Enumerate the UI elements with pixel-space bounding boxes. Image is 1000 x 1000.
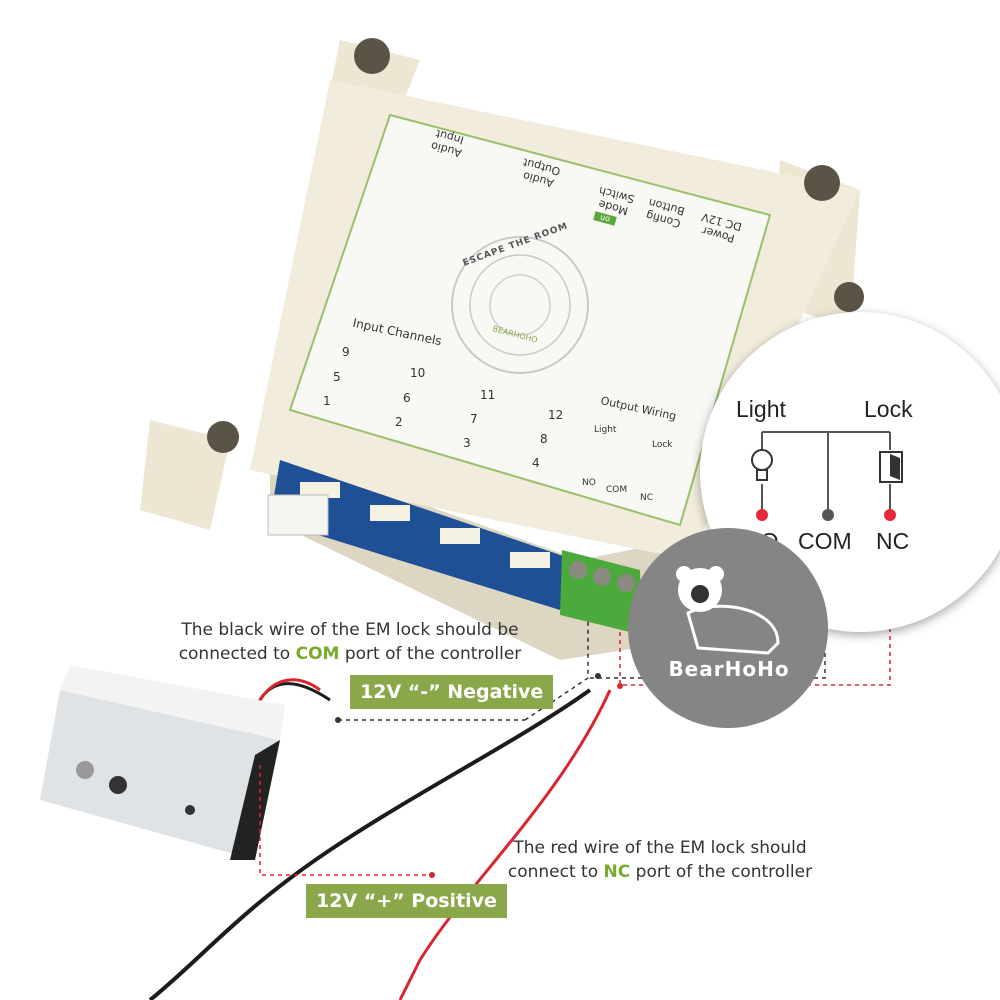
brand-logo-text: BearHoHo xyxy=(668,657,790,681)
bear-logo-icon xyxy=(676,566,780,655)
nc-port-highlight: NC xyxy=(603,862,631,882)
label-panel xyxy=(288,113,772,527)
red-wire xyxy=(398,689,612,1000)
zoom-light-label: Light xyxy=(736,396,786,422)
rail-left xyxy=(140,420,230,530)
no-dot xyxy=(756,509,768,521)
negative-tag: 12V “-” Negative xyxy=(350,675,554,709)
zoom-com-label: COM xyxy=(798,528,852,554)
black-wire-line1: The black wire of the EM lock should be xyxy=(181,620,519,640)
com-dot xyxy=(822,509,834,521)
brand-logo-circle xyxy=(628,528,828,728)
red-wire-line2: connect to NC port of the controller xyxy=(507,862,813,882)
brand-circle xyxy=(451,236,589,374)
black-wire-annotation: The black wire of the EM lock should be … xyxy=(140,618,560,666)
red-wire-line1: The red wire of the EM lock should xyxy=(513,838,807,858)
light-bulb-icon xyxy=(751,449,773,481)
black-wire-line2: connected to COM port of the controller xyxy=(178,644,522,664)
terminal-board xyxy=(270,460,575,610)
guide-com-dashed xyxy=(590,530,826,679)
zoom-nc-label: NC xyxy=(876,528,910,554)
black-wire xyxy=(148,688,592,1000)
positive-tag: 12V “+” Positive xyxy=(306,884,507,918)
nc-dot xyxy=(884,509,896,521)
em-lock-body xyxy=(40,690,280,860)
zoom-lock-label: Lock xyxy=(864,396,913,422)
zoom-wiring-lines xyxy=(751,431,903,521)
door-lock-icon xyxy=(879,451,903,483)
red-wire-annotation: The red wire of the EM lock should conne… xyxy=(470,836,850,884)
jst-connector xyxy=(267,494,329,536)
com-port-highlight: COM xyxy=(295,644,340,664)
guide-red-dashed xyxy=(259,765,430,876)
